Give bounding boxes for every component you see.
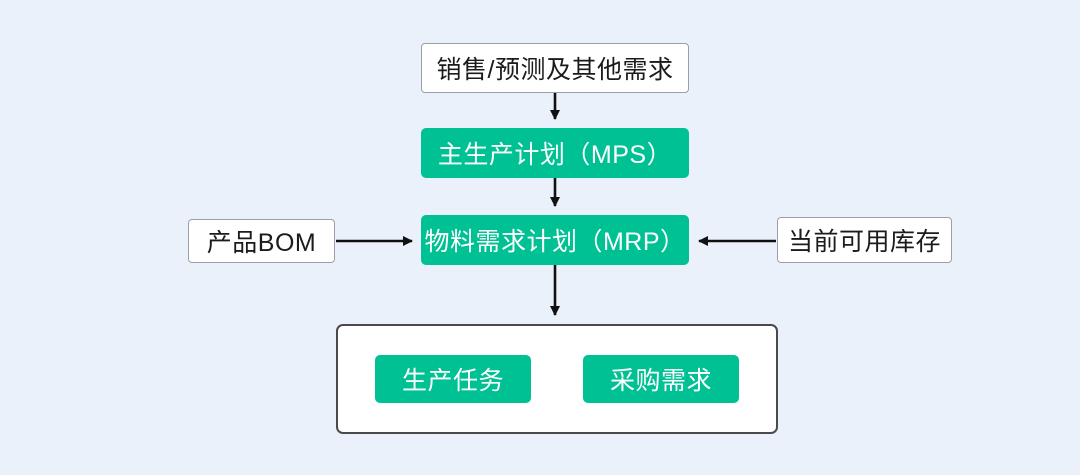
node-label: 物料需求计划（MRP） bbox=[424, 228, 686, 256]
node-label: 产品BOM bbox=[206, 229, 317, 257]
node-label: 当前可用库存 bbox=[787, 228, 941, 256]
node-label: 销售/预测及其他需求 bbox=[436, 56, 674, 84]
node-current-available-inventory[interactable]: 当前可用库存 bbox=[777, 217, 952, 263]
output-chip-label: 采购需求 bbox=[609, 367, 712, 395]
output-chip-production-task[interactable]: 生产任务 bbox=[375, 355, 531, 403]
node-label: 主生产计划（MPS） bbox=[437, 141, 673, 169]
output-chip-label: 生产任务 bbox=[401, 367, 504, 395]
node-product-bom[interactable]: 产品BOM bbox=[188, 219, 335, 263]
output-chip-purchase-requirement[interactable]: 采购需求 bbox=[583, 355, 739, 403]
node-sales-forecast-demand[interactable]: 销售/预测及其他需求 bbox=[421, 43, 689, 93]
node-material-requirements-planning[interactable]: 物料需求计划（MRP） bbox=[421, 215, 689, 265]
outputs-chip-row: 生产任务 采购需求 bbox=[338, 326, 776, 432]
outputs-group-container: 生产任务 采购需求 bbox=[336, 324, 778, 434]
node-master-production-schedule[interactable]: 主生产计划（MPS） bbox=[421, 128, 689, 178]
